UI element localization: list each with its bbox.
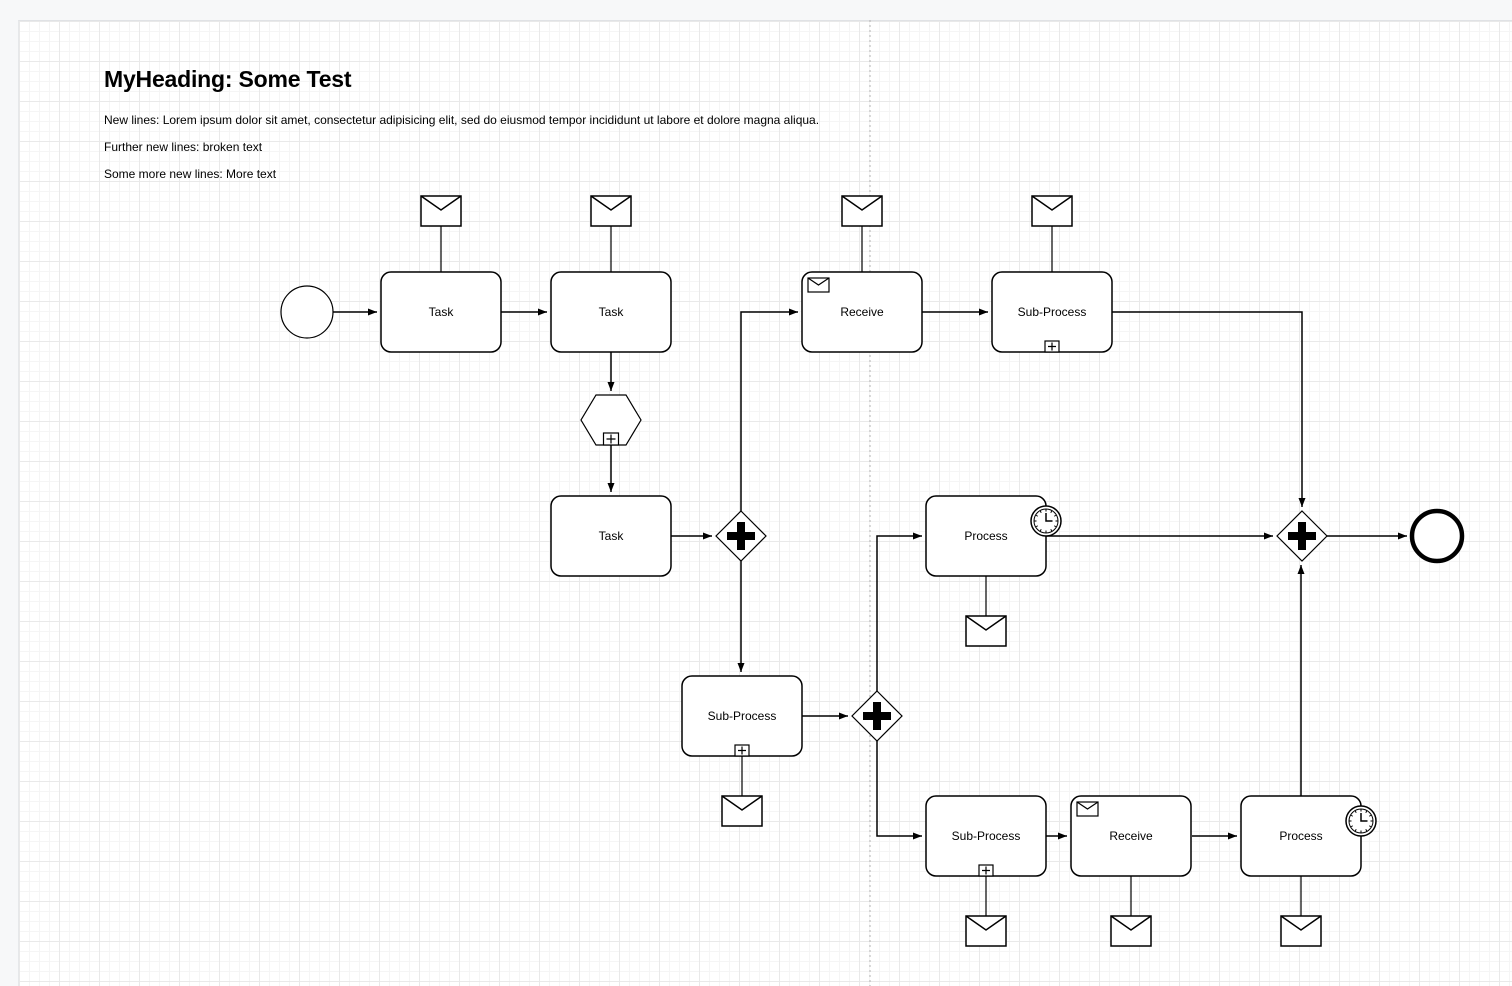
- parallel-gateway-plus-icon: [727, 522, 755, 550]
- receive-task-label: Receive: [840, 305, 884, 319]
- subprocess-plus-marker-icon: [978, 864, 994, 877]
- subprocess-node[interactable]: Sub-Process: [991, 271, 1113, 353]
- task-node[interactable]: Task: [550, 271, 672, 353]
- parallel-gateway-plus-icon: [1288, 522, 1316, 550]
- subprocess-plus-marker-icon: [602, 432, 620, 446]
- diagram-canvas[interactable]: [18, 20, 1512, 986]
- parallel-gateway-plus-icon: [863, 702, 891, 730]
- diagram-heading: MyHeading: Some Test: [104, 66, 352, 92]
- sequence-flow-gateway2-to-process1[interactable]: [876, 532, 922, 691]
- task-node[interactable]: Task: [550, 495, 672, 577]
- subprocess-node[interactable]: Sub-Process: [925, 795, 1047, 877]
- receive-task-node[interactable]: Receive: [1070, 795, 1192, 877]
- message-envelope-icon[interactable]: [1280, 915, 1322, 947]
- task-label: Task: [599, 305, 625, 319]
- diagram-paragraph-1: New lines: Lorem ipsum dolor sit amet, c…: [104, 113, 820, 127]
- message-envelope-icon[interactable]: [1031, 195, 1073, 227]
- diagram-paragraph-3: Some more new lines: More text: [104, 167, 277, 181]
- subprocess-plus-marker-icon: [1044, 340, 1060, 353]
- start-event[interactable]: [280, 285, 334, 339]
- process-label: Process: [1279, 829, 1322, 843]
- sequence-flow-subprocess1-to-gateway3[interactable]: [1112, 311, 1306, 507]
- timer-clock-icon: [1030, 505, 1062, 537]
- subprocess-plus-marker-icon: [734, 744, 750, 757]
- sequence-flows: [333, 308, 1407, 840]
- subprocess-node[interactable]: Sub-Process: [681, 675, 803, 757]
- task-label: Task: [599, 529, 625, 543]
- sequence-flow-gateway2-to-subprocess3[interactable]: [876, 741, 922, 840]
- parallel-gateway[interactable]: [1276, 510, 1328, 562]
- task-label: Task: [429, 305, 455, 319]
- message-envelope-icon: [1076, 801, 1099, 817]
- process-node[interactable]: Process: [1240, 795, 1377, 877]
- message-envelope-icon[interactable]: [1110, 915, 1152, 947]
- message-envelope-icon[interactable]: [965, 615, 1007, 647]
- timer-clock-icon: [1345, 805, 1377, 837]
- process-label: Process: [964, 529, 1007, 543]
- sequence-flow-gateway1-to-receive1[interactable]: [740, 308, 798, 511]
- canvas-text-block: MyHeading: Some Test New lines: Lorem ip…: [104, 66, 904, 194]
- task-node[interactable]: Task: [380, 271, 502, 353]
- subprocess-label: Sub-Process: [708, 709, 777, 723]
- parallel-gateway[interactable]: [851, 690, 903, 742]
- receive-task-label: Receive: [1109, 829, 1153, 843]
- parallel-gateway[interactable]: [715, 510, 767, 562]
- hexagon-subprocess-node[interactable]: [580, 394, 642, 446]
- subprocess-label: Sub-Process: [1018, 305, 1087, 319]
- message-envelope-icon[interactable]: [420, 195, 462, 227]
- message-envelope-icon[interactable]: [590, 195, 632, 227]
- diagram-paragraph-2: Further new lines: broken text: [104, 140, 263, 154]
- message-envelope-icon: [807, 277, 830, 293]
- receive-task-node[interactable]: Receive: [801, 271, 923, 353]
- message-envelope-icon[interactable]: [965, 915, 1007, 947]
- end-event[interactable]: [1409, 508, 1465, 564]
- message-links: [440, 226, 1302, 916]
- message-envelope-icon[interactable]: [721, 795, 763, 827]
- message-envelope-icon[interactable]: [841, 195, 883, 227]
- process-node[interactable]: Process: [925, 495, 1062, 577]
- subprocess-label: Sub-Process: [952, 829, 1021, 843]
